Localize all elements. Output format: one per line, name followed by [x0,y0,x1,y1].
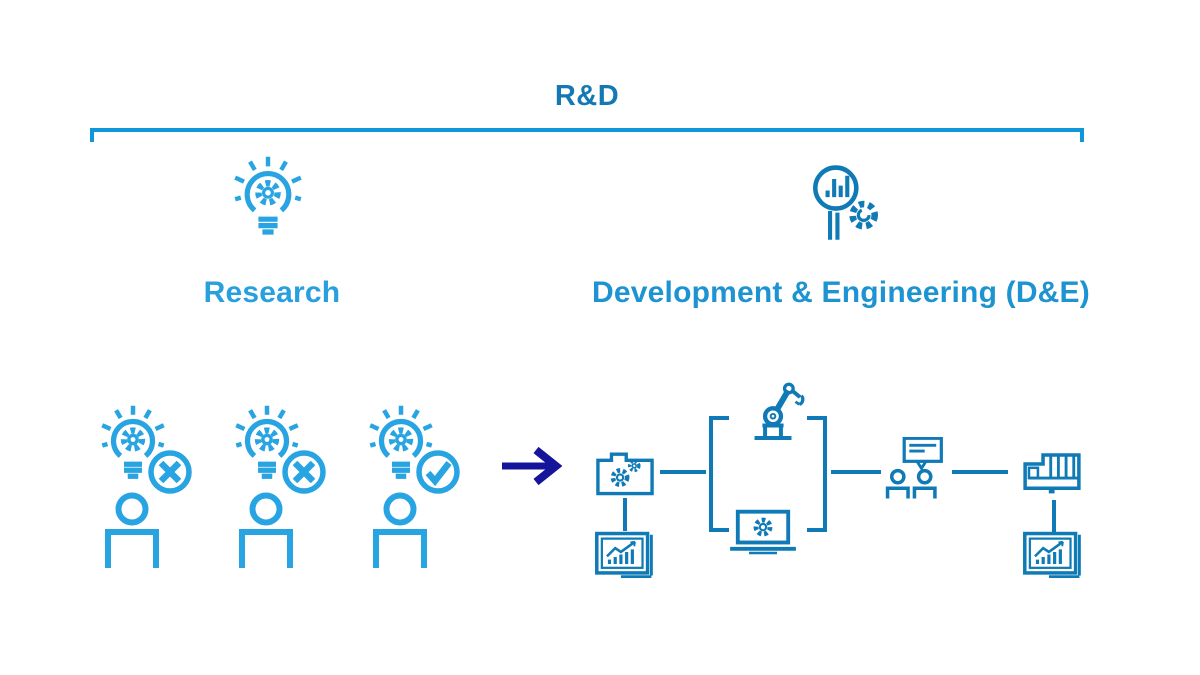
connector-line [952,470,1008,474]
lightbulb-gear-icon [235,405,299,479]
frame-right-bracket-bottom-arm [807,528,827,532]
discussion-people-icon [885,437,943,499]
laptop-gear-icon [730,509,796,555]
rd-bracket-line [90,128,1084,132]
frame-right-bracket-top-arm [807,416,827,420]
engineering-section-label: Development & Engineering (D&E) [592,276,1090,309]
connector-line [831,470,881,474]
person-icon [105,492,159,568]
x-circle-icon [282,450,326,494]
robot-arm-icon [754,382,805,440]
lightbulb-gear-icon [369,405,433,479]
production-machine-icon [1023,453,1081,494]
right-arrow-icon [502,446,562,486]
chart-board-icon [1023,531,1081,578]
idea-rejected-person [235,405,326,568]
frame-right-bracket [823,416,827,532]
lightbulb-gear-icon [101,405,165,479]
connector-line [1052,500,1056,532]
person-icon [239,492,293,568]
x-circle-icon [148,450,192,494]
frame-left-bracket-top-arm [709,416,729,420]
page-title: R&D [554,80,620,112]
check-circle-icon [416,450,460,494]
frame-left-bracket-bottom-arm [709,528,729,532]
magnifier-analytics-gear-icon [813,165,879,240]
person-icon [373,492,427,568]
rd-bracket-right-tick [1080,128,1084,142]
idea-rejected-person [101,405,192,568]
rd-bracket-left-tick [90,128,94,142]
connector-line [660,470,706,474]
chart-board-icon [595,531,653,578]
folder-gears-icon [596,452,654,496]
lightbulb-gear-icon [234,156,302,235]
frame-left-bracket [709,416,713,532]
research-section-label: Research [203,276,341,309]
connector-line [623,498,627,531]
idea-accepted-person [369,405,460,568]
